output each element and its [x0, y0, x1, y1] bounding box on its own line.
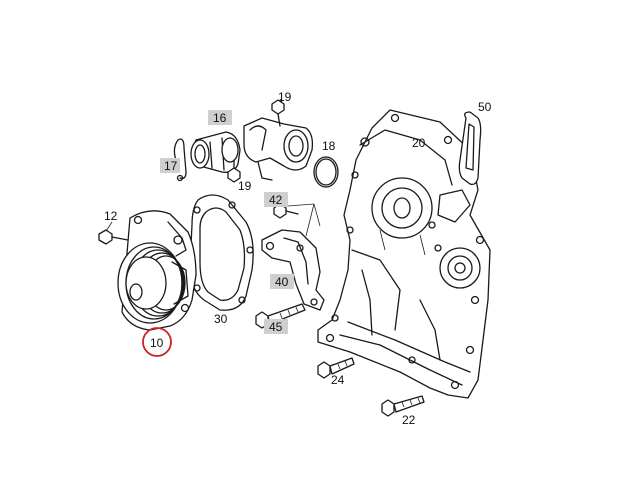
callout-19-lower[interactable]: 19 [238, 179, 252, 193]
svg-text:12: 12 [104, 209, 118, 223]
callout-labels: 10 12 16 17 18 19 19 20 22 24 [104, 90, 492, 427]
pump-gasket-part [189, 194, 254, 311]
svg-text:10: 10 [150, 336, 164, 350]
callout-16[interactable]: 16 [208, 110, 232, 125]
callout-19-top[interactable]: 19 [278, 90, 292, 104]
svg-text:40: 40 [275, 275, 289, 289]
svg-text:42: 42 [269, 193, 283, 207]
callout-30[interactable]: 30 [214, 312, 228, 326]
svg-text:24: 24 [331, 373, 345, 387]
svg-text:18: 18 [322, 139, 336, 153]
o-ring-part [313, 156, 339, 188]
cover-gasket-part [458, 111, 482, 186]
wire-clip-part [173, 138, 187, 182]
svg-text:16: 16 [213, 111, 227, 125]
callout-45[interactable]: 45 [264, 319, 288, 334]
svg-text:19: 19 [238, 179, 252, 193]
svg-text:22: 22 [402, 413, 416, 427]
bolt-19-lower-part [227, 159, 241, 183]
svg-text:17: 17 [164, 159, 178, 173]
svg-text:45: 45 [269, 320, 283, 334]
pump-bolt-part [98, 221, 129, 245]
callout-12[interactable]: 12 [104, 209, 118, 223]
bracket-part [261, 229, 325, 311]
thermostat-housing-part [190, 117, 314, 181]
callout-17[interactable]: 17 [160, 158, 180, 173]
callout-10[interactable]: 10 [142, 327, 172, 357]
bolt-22-part [381, 395, 425, 417]
callout-20[interactable]: 20 [412, 136, 426, 150]
callout-22[interactable]: 22 [402, 413, 416, 427]
callout-24[interactable]: 24 [331, 373, 345, 387]
bolt-24-part [317, 357, 355, 379]
water-pump-part [117, 210, 197, 331]
bolt-19-top-part [271, 98, 285, 127]
bracket-bolt-part [273, 203, 321, 237]
callout-42[interactable]: 42 [264, 192, 288, 207]
timing-cover-part [317, 109, 491, 399]
svg-text:50: 50 [478, 100, 492, 114]
svg-text:20: 20 [412, 136, 426, 150]
callout-18[interactable]: 18 [322, 139, 336, 153]
svg-text:30: 30 [214, 312, 228, 326]
svg-text:19: 19 [278, 90, 292, 104]
callout-50[interactable]: 50 [478, 100, 492, 114]
callout-40[interactable]: 40 [270, 274, 294, 289]
